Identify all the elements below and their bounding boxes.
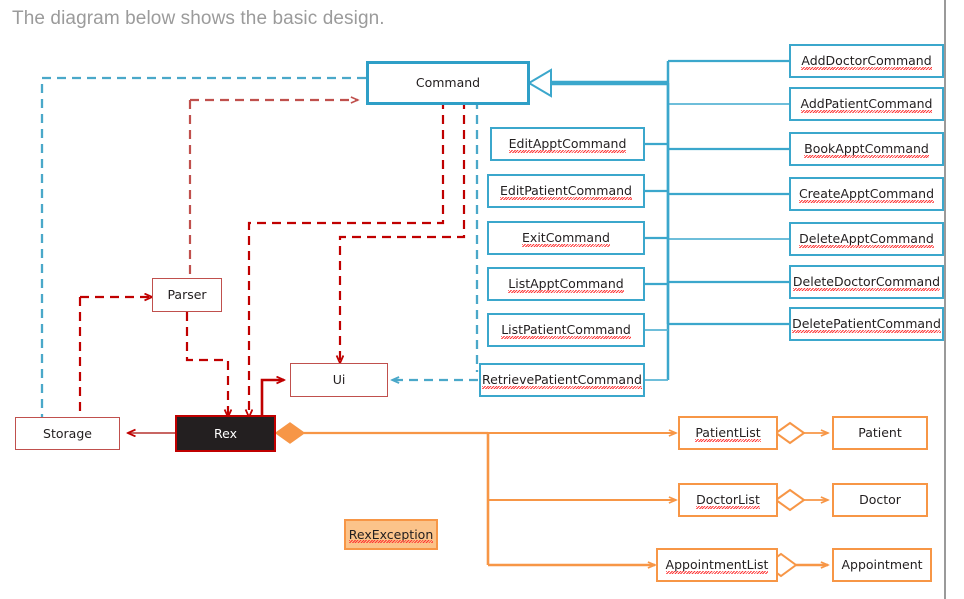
class-box-retrievepatientcommand[interactable]: RetrievePatientCommand xyxy=(479,363,645,397)
dep-rex-to-command-a xyxy=(249,100,445,417)
class-label-patient: Patient xyxy=(858,425,902,441)
class-box-exitcommand[interactable]: ExitCommand xyxy=(487,221,645,255)
class-label-parser: Parser xyxy=(167,287,207,303)
class-box-addpatientcommand[interactable]: AddPatientCommand xyxy=(789,87,944,121)
dep-rex-to-parser xyxy=(185,312,228,417)
class-box-listapptcommand[interactable]: ListApptCommand xyxy=(487,267,645,301)
class-label-deletepatientcommand: DeletePatientCommand xyxy=(792,316,941,333)
class-box-appointmentlist[interactable]: AppointmentList xyxy=(656,548,778,582)
class-box-deleteapptcommand[interactable]: DeleteApptCommand xyxy=(789,222,944,256)
aggregation-diamond-doctorlist xyxy=(774,488,806,512)
class-label-command: Command xyxy=(415,75,481,91)
class-label-appointmentlist: AppointmentList xyxy=(665,557,769,574)
composition-diamond-rex xyxy=(274,422,306,444)
class-box-storage[interactable]: Storage xyxy=(15,417,120,450)
dep-ui-to-command xyxy=(340,100,466,363)
class-label-editapptcommand: EditApptCommand xyxy=(508,136,627,153)
page-caption: The diagram below shows the basic design… xyxy=(12,8,385,29)
class-box-deletedoctorcommand[interactable]: DeleteDoctorCommand xyxy=(789,265,944,299)
class-box-doctor[interactable]: Doctor xyxy=(832,483,928,517)
class-label-bookapptcommand: BookApptCommand xyxy=(804,141,929,158)
class-box-deletepatientcommand[interactable]: DeletePatientCommand xyxy=(789,307,944,341)
class-box-appointment[interactable]: Appointment xyxy=(832,548,932,582)
assoc-rex-to-ui xyxy=(260,380,284,417)
class-label-ui: Ui xyxy=(332,372,346,388)
aggregation-diamond-patientlist xyxy=(774,421,806,445)
class-box-patientlist[interactable]: PatientList xyxy=(678,416,778,450)
class-box-command[interactable]: Command xyxy=(366,61,530,105)
class-label-adddoctorcommand: AddDoctorCommand xyxy=(801,53,932,70)
class-box-doctorlist[interactable]: DoctorList xyxy=(678,483,778,517)
class-label-doctor: Doctor xyxy=(859,492,901,508)
class-box-listpatientcommand[interactable]: ListPatientCommand xyxy=(487,313,645,347)
class-label-rex: Rex xyxy=(214,425,237,441)
inheritance-triangle-command xyxy=(527,68,552,98)
class-label-storage: Storage xyxy=(43,425,92,441)
class-label-listpatientcommand: ListPatientCommand xyxy=(501,322,631,339)
class-label-doctorlist: DoctorList xyxy=(696,492,760,509)
class-box-editapptcommand[interactable]: EditApptCommand xyxy=(490,127,645,161)
class-label-exitcommand: ExitCommand xyxy=(522,230,610,247)
class-box-ui[interactable]: Ui xyxy=(290,363,388,397)
class-label-appointment: Appointment xyxy=(841,557,923,573)
class-label-listapptcommand: ListApptCommand xyxy=(508,276,624,293)
class-label-editpatientcommand: EditPatientCommand xyxy=(500,183,632,200)
class-box-bookapptcommand[interactable]: BookApptCommand xyxy=(789,132,944,166)
class-box-adddoctorcommand[interactable]: AddDoctorCommand xyxy=(789,44,944,78)
class-box-rexexception[interactable]: RexException xyxy=(344,519,438,550)
class-box-editpatientcommand[interactable]: EditPatientCommand xyxy=(487,174,645,208)
class-label-patientlist: PatientList xyxy=(695,425,761,442)
class-box-createapptcommand[interactable]: CreateApptCommand xyxy=(789,177,944,211)
class-label-addpatientcommand: AddPatientCommand xyxy=(800,96,933,113)
class-box-parser[interactable]: Parser xyxy=(152,278,222,312)
class-label-rexexception: RexException xyxy=(348,526,434,544)
class-box-rex[interactable]: Rex xyxy=(175,415,276,452)
class-label-createapptcommand: CreateApptCommand xyxy=(798,186,935,203)
class-label-retrievepatientcommand: RetrievePatientCommand xyxy=(482,372,642,389)
dep-command-to-storage xyxy=(42,76,366,432)
class-label-deleteapptcommand: DeleteApptCommand xyxy=(799,231,934,248)
class-box-patient[interactable]: Patient xyxy=(832,416,928,450)
class-label-deletedoctorcommand: DeleteDoctorCommand xyxy=(792,274,941,291)
